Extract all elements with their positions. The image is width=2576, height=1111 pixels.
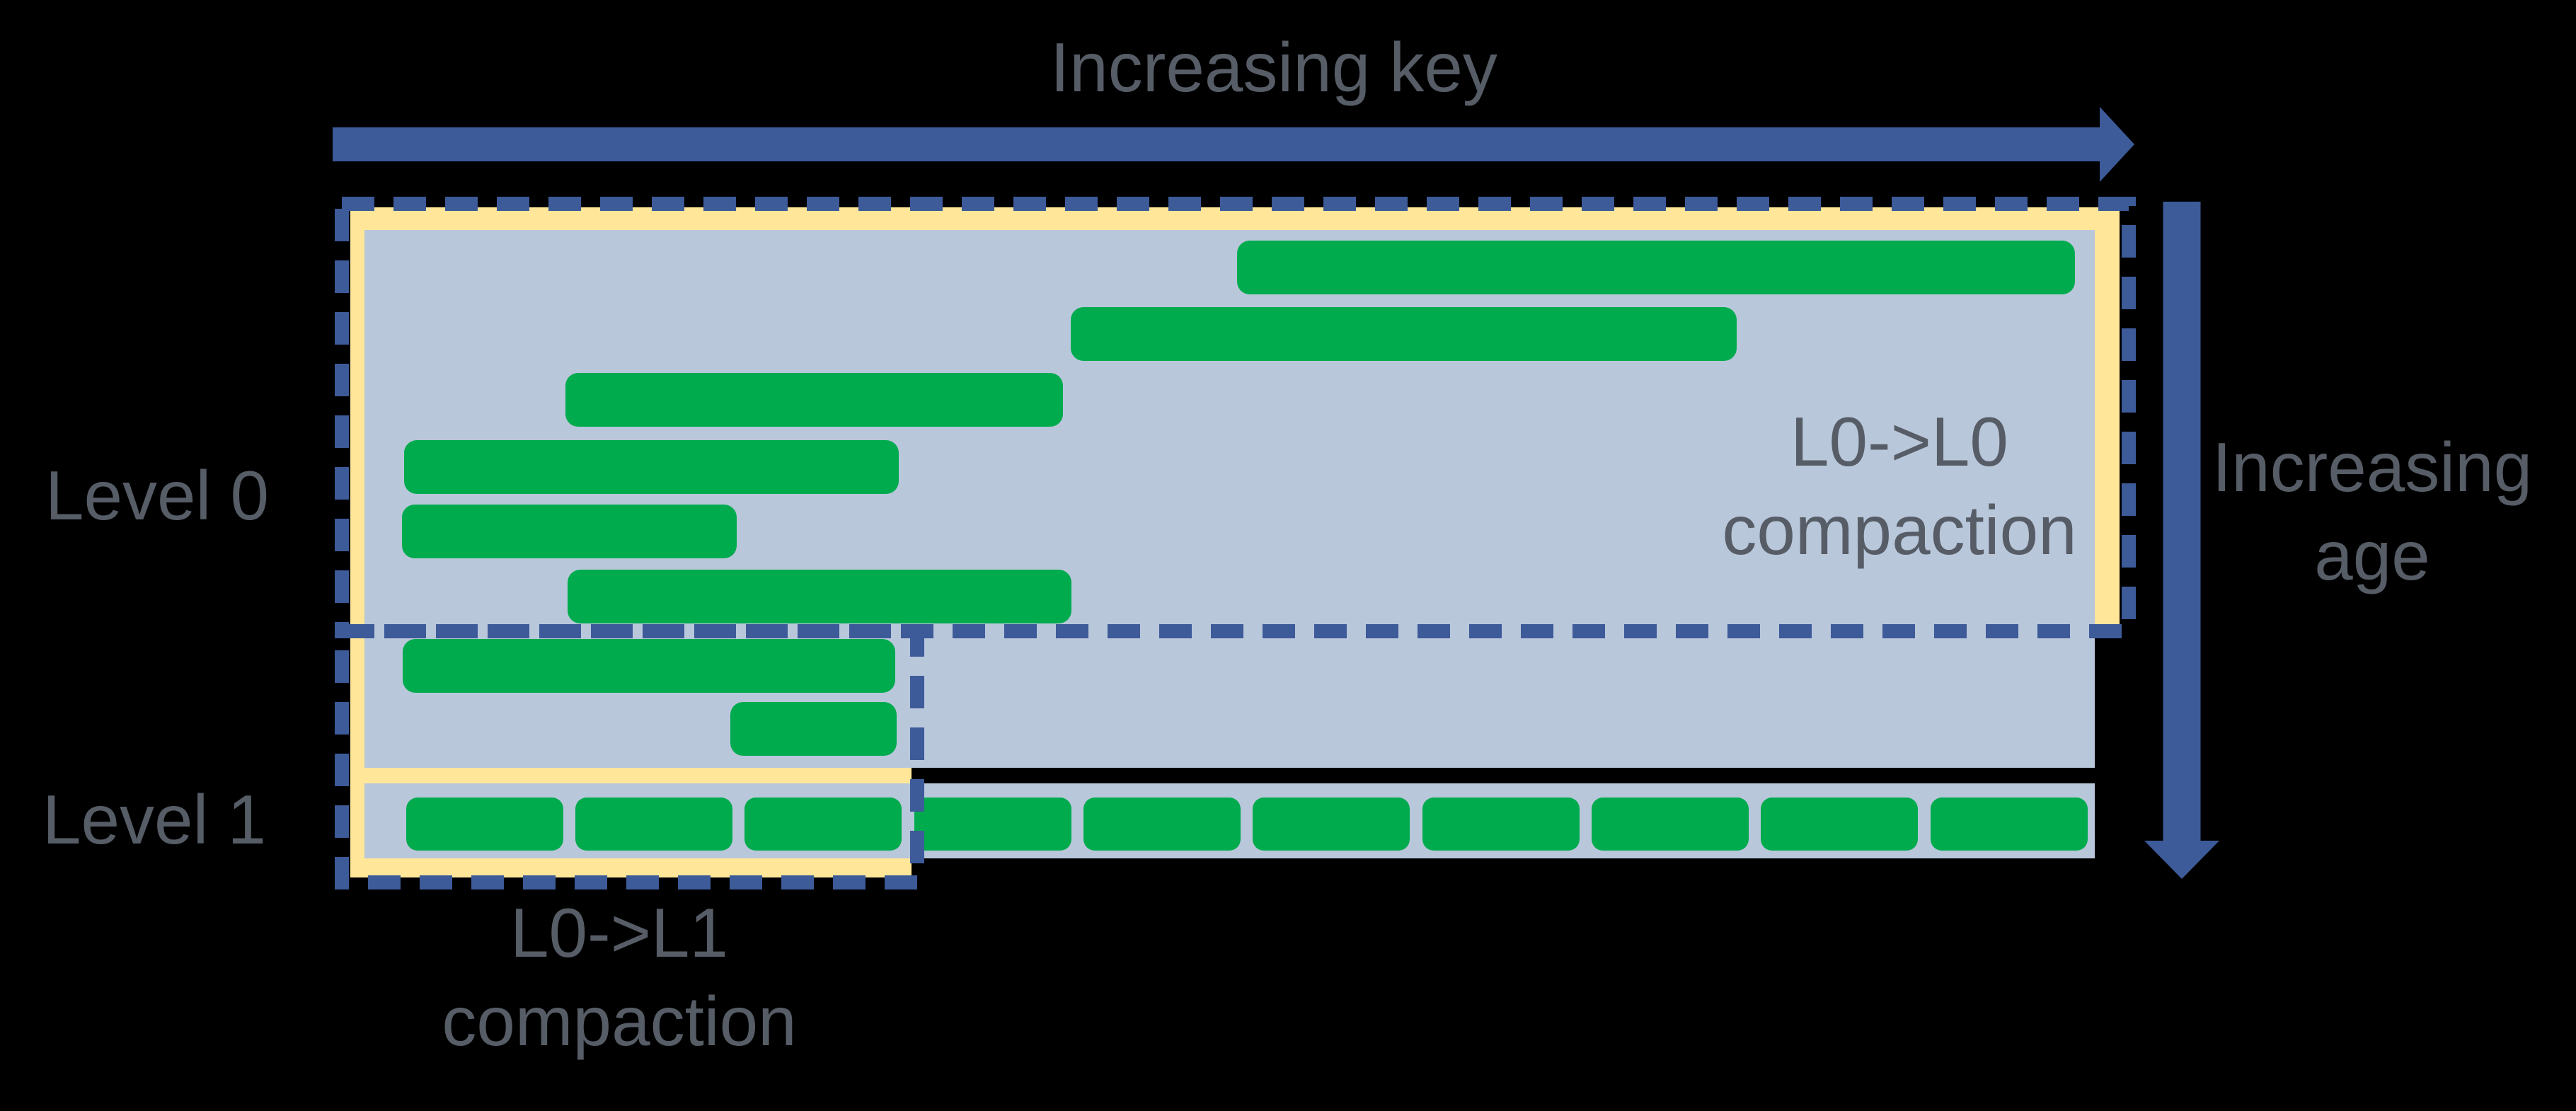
sstable-bar: [403, 639, 895, 693]
sstable-segment: [914, 798, 1071, 851]
l0-l0-compaction-label: L0->L0 compaction: [1722, 403, 2077, 570]
sstable-segment: [1761, 798, 1918, 851]
sstable-bar: [568, 570, 1071, 623]
sstable-segment: [1083, 798, 1241, 851]
sstable-bar: [402, 505, 737, 558]
sstable-segment: [1253, 798, 1410, 851]
increasing-key-label: Increasing key: [1050, 28, 1497, 106]
sstable-segment: [744, 798, 902, 851]
sstable-bar: [1071, 307, 1737, 361]
level0-label: Level 0: [45, 456, 270, 534]
level1-label: Level 1: [42, 781, 267, 858]
l0-l0-compaction-dashed-box: [335, 197, 2136, 638]
l0-l1-compaction-dashed-box: [335, 624, 924, 890]
sstable-bar: [1237, 241, 2075, 294]
sstable-bar: [565, 373, 1063, 427]
increasing-age-label: Increasing age: [2212, 428, 2533, 595]
increasing-age-arrow-head-icon: [2144, 841, 2219, 879]
sstable-segment: [1422, 798, 1580, 851]
sstable-segment: [1931, 798, 2088, 851]
sstable-bar: [404, 440, 899, 494]
sstable-segment: [575, 798, 732, 851]
sstable-bar: [730, 702, 897, 756]
sstable-segment: [406, 798, 563, 851]
increasing-key-arrow-head-icon: [2100, 107, 2134, 182]
sstable-segment: [1592, 798, 1749, 851]
l0-l1-compaction-label: L0->L1 compaction: [442, 894, 797, 1061]
